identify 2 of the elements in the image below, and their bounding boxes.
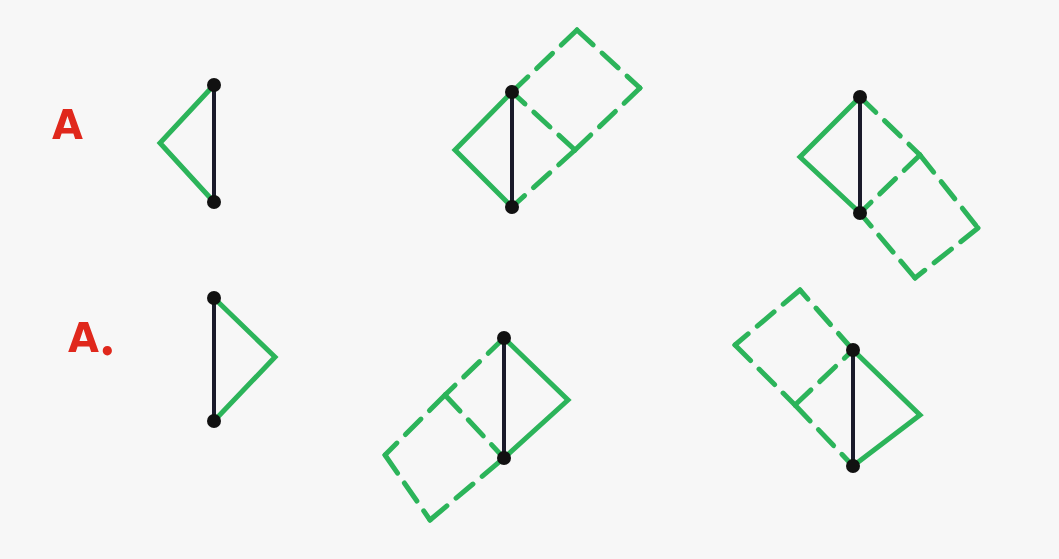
row-label: A$_{•}$: [68, 318, 116, 365]
row-label: A: [52, 105, 83, 145]
